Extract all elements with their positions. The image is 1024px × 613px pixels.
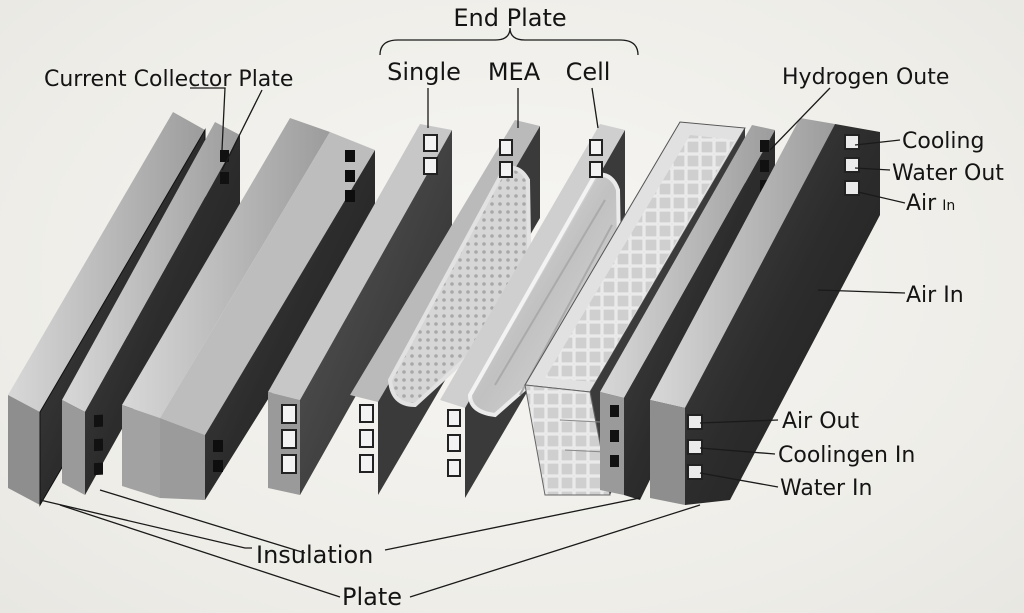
right-end-plate: [650, 118, 880, 505]
single-cell-bipolar-sheet: [268, 124, 452, 495]
air-in-small-suffix: In: [942, 198, 955, 214]
mea-label: MEA: [488, 58, 541, 86]
cooling-label: Cooling: [902, 129, 984, 154]
mea-sheet: [350, 120, 540, 495]
hydrogen-oute-label: Hydrogen Oute: [782, 65, 949, 90]
water-in-label: Water In: [780, 476, 872, 501]
cell-label: Cell: [566, 58, 611, 86]
end-plate-bracket: [379, 27, 639, 56]
coolingen-in-label: Coolingen In: [778, 443, 915, 468]
current-collector-plate: [122, 118, 375, 500]
plate-label: Plate: [342, 583, 402, 611]
air-out-label: Air Out: [782, 409, 859, 434]
insulation-label: Insulation: [256, 541, 373, 569]
end-plate-label: End Plate: [453, 4, 566, 32]
single-label: Single: [387, 58, 461, 86]
current-collector-plate-label: Current Collector Plate: [44, 67, 293, 92]
air-in-label: Air In: [906, 283, 964, 308]
air-in-small-label: Air In: [906, 191, 955, 216]
leader-lines: [39, 87, 906, 598]
air-in-small-prefix: Air: [906, 191, 937, 216]
cell-sheet: [440, 124, 625, 498]
water-out-label: Water Out: [892, 161, 1004, 186]
